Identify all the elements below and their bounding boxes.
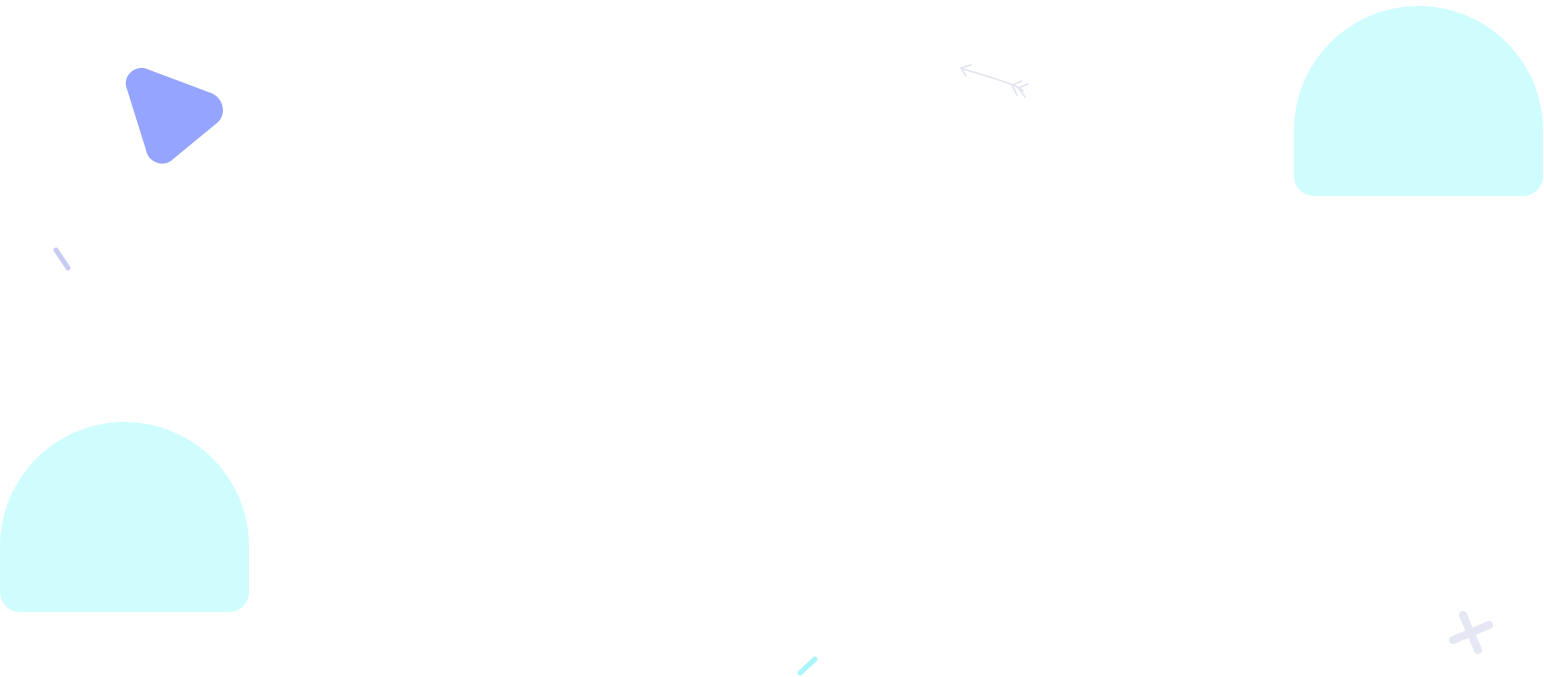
arrow-doodle-icon: [960, 64, 1029, 98]
play-triangle-icon: [125, 68, 223, 164]
arch-shape-top-right: [1294, 6, 1543, 196]
slash-icon: [797, 656, 818, 676]
slash-icon: [53, 247, 71, 271]
cross-icon: [1449, 611, 1493, 654]
arch-shape-bottom-left: [0, 422, 249, 612]
